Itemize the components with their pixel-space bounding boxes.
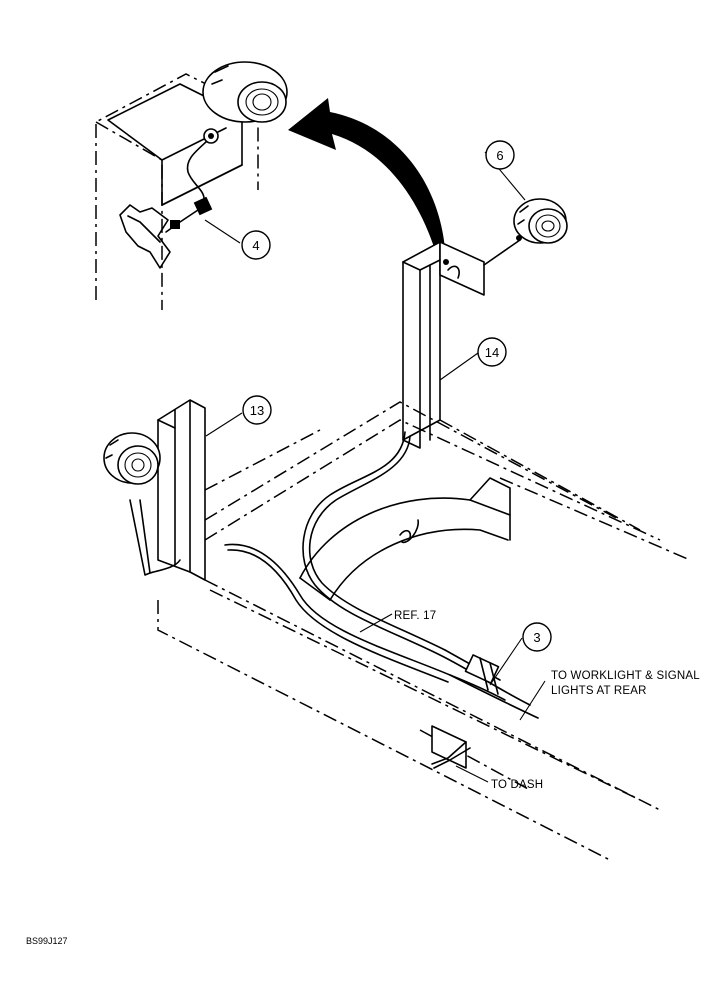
leader-lines (204, 151, 546, 783)
lamp-6 (483, 198, 568, 266)
callout-6: 6 (485, 140, 515, 170)
harness-detail (119, 128, 219, 269)
svg-text:4: 4 (252, 238, 259, 253)
callout-3: 3 (522, 622, 552, 652)
svg-text:13: 13 (250, 403, 264, 418)
callout-4: 4 (241, 230, 271, 260)
detail-view (95, 61, 288, 310)
to-dash-label: TO DASH (491, 779, 543, 791)
callout-14: 14 (477, 337, 507, 367)
bracket-13 (103, 399, 206, 581)
worklight-label-line1: TO WORKLIGHT & SIGNAL (551, 670, 700, 682)
worklight-label-line2: LIGHTS AT REAR (551, 685, 647, 697)
wire-harness (224, 431, 539, 719)
svg-text:6: 6 (496, 148, 503, 163)
figure-code: BS99J127 (26, 936, 68, 946)
fender-well (299, 477, 511, 601)
callout-13: 13 (242, 395, 272, 425)
frame-phantom (157, 401, 691, 861)
dash-opening (431, 725, 471, 769)
lamp-detail (202, 61, 288, 123)
svg-text:14: 14 (485, 345, 499, 360)
ref-17-label: REF. 17 (394, 610, 436, 622)
svg-text:3: 3 (533, 630, 540, 645)
detail-arrow (288, 98, 445, 250)
bracket-14 (402, 241, 485, 449)
